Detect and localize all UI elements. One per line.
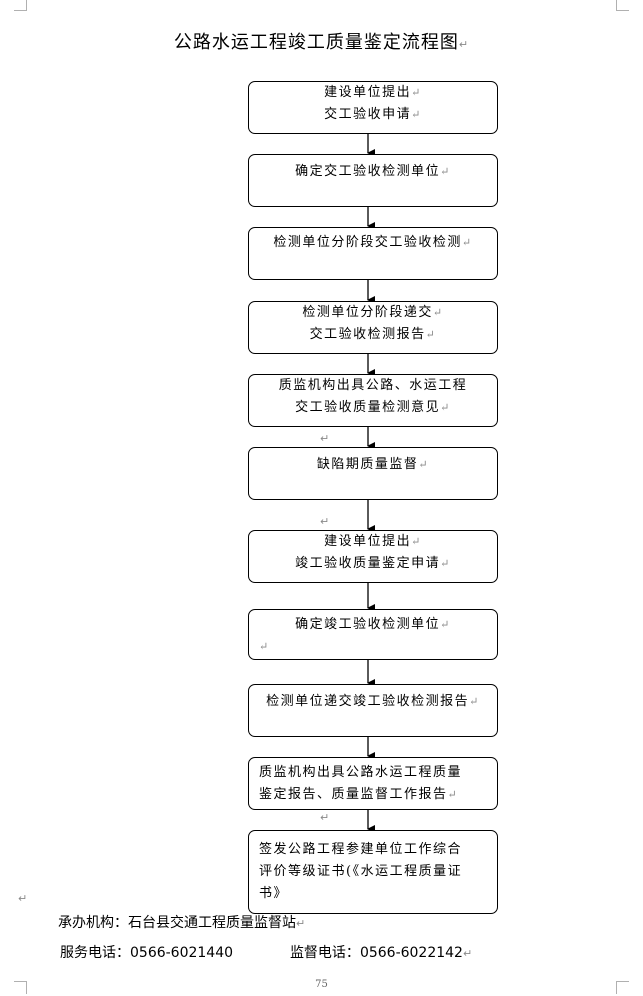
step-text: 建设单位提出↵ (324, 534, 422, 549)
step-text: 质监机构出具公路、水运工程 (278, 378, 468, 393)
step-text: 签发公路工程参建单位工作综合 (259, 842, 463, 857)
empty-paragraph-mark: ↵ (259, 640, 270, 653)
flow-step-7: 建设单位提出↵ 竣工验收质量鉴定申请↵ (248, 530, 498, 583)
page-number: 75 (315, 979, 328, 990)
page-corner-mark (14, 0, 27, 11)
step-text: 评价等级证书(《水运工程质量证 (259, 864, 463, 879)
flow-step-2: 确定交工验收检测单位↵ (248, 154, 498, 207)
flow-step-11: 签发公路工程参建单位工作综合 评价等级证书(《水运工程质量证 书》 (248, 830, 498, 914)
step-text: 交工验收检测报告↵ (309, 327, 437, 342)
step-text: 交工验收申请↵ (324, 107, 422, 122)
step-text: 建设单位提出↵ (324, 85, 422, 100)
page-title: 公路水运工程竣工质量鉴定流程图↵ (173, 32, 470, 53)
step-text: 检测单位分阶段递交↵ (302, 305, 444, 320)
step-text: 检测单位递交竣工验收检测报告↵ (266, 694, 480, 709)
supervision-phone: 0566-6022142 (359, 945, 463, 961)
flow-step-10: 质监机构出具公路水运工程质量 鉴定报告、质量监督工作报告↵ (248, 757, 498, 810)
page-corner-mark (616, 981, 629, 994)
flow-step-4: 检测单位分阶段递交↵ 交工验收检测报告↵ (248, 301, 498, 354)
paragraph-mark: ↵ (320, 432, 330, 445)
flow-step-5: 质监机构出具公路、水运工程 交工验收质量检测意见↵ (248, 374, 498, 427)
service-phone: 0566-6021440 (130, 945, 234, 961)
step-text: 质监机构出具公路水运工程质量 (259, 765, 463, 780)
flow-step-9: 检测单位递交竣工验收检测报告↵ (248, 684, 498, 737)
paragraph-mark: ↵ (320, 811, 330, 824)
step-text: 竣工验收质量鉴定申请↵ (295, 556, 451, 571)
step-text: 书》 (259, 886, 289, 901)
page-corner-mark (14, 981, 27, 994)
service-phone-label: 服务电话： (60, 945, 130, 961)
paragraph-mark: ↵ (18, 892, 28, 905)
flow-step-1: 建设单位提出↵ 交工验收申请↵ (248, 81, 498, 134)
paragraph-mark: ↵ (320, 515, 330, 528)
page-corner-mark (616, 0, 629, 11)
step-text: 检测单位分阶段交工验收检测↵ (273, 235, 473, 250)
flow-step-3: 检测单位分阶段交工验收检测↵ (248, 227, 498, 280)
organizer-line: 承办机构：石台县交通工程质量监督站↵ (58, 915, 306, 931)
flow-step-6: 缺陷期质量监督↵ (248, 447, 498, 500)
step-text: 确定交工验收检测单位↵ (295, 164, 451, 179)
flow-step-8: 确定竣工验收检测单位↵ ↵ (248, 609, 498, 660)
step-text: 交工验收质量检测意见↵ (295, 400, 451, 415)
supervision-phone-label: 监督电话： (289, 945, 360, 961)
step-text: 确定竣工验收检测单位↵ (295, 617, 451, 632)
contact-line: 服务电话：0566-6021440 监督电话：0566-6022142↵ (60, 945, 473, 961)
step-text: 缺陷期质量监督↵ (316, 457, 430, 472)
step-text: 鉴定报告、质量监督工作报告↵ (259, 787, 459, 802)
